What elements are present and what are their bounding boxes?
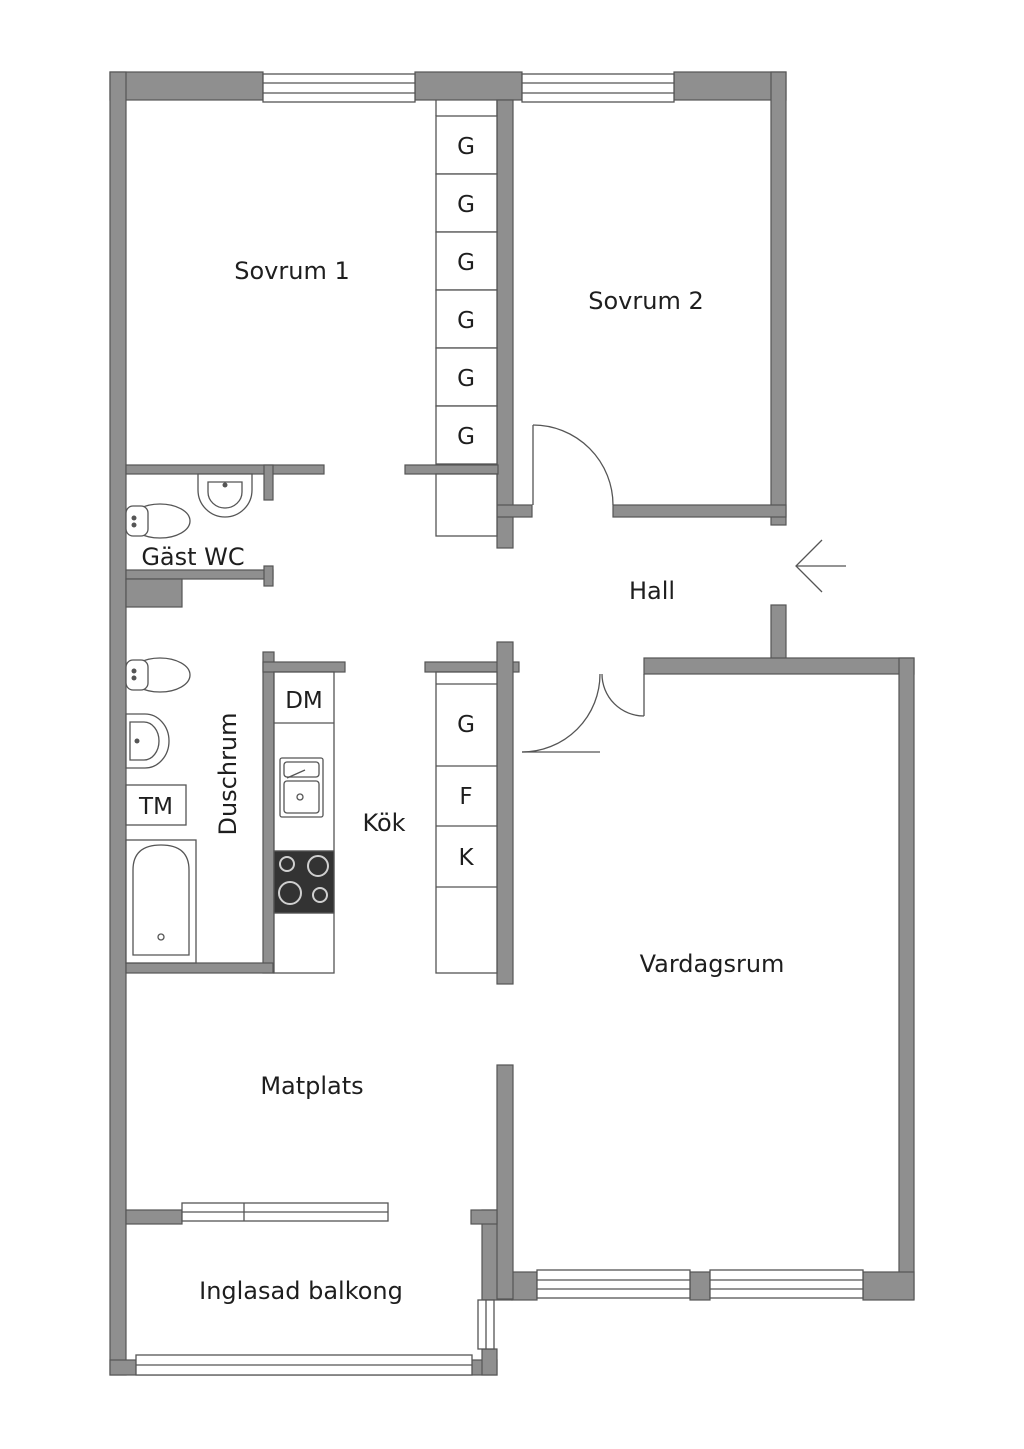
room-label-gast-wc: Gäst WC (141, 543, 244, 571)
wall-balcony-divider (125, 1209, 183, 1225)
sink-icon (125, 713, 170, 769)
kitchen-counter-right (435, 671, 498, 974)
wall-balcony-right-lower (481, 1348, 498, 1376)
wall-top-right (673, 71, 787, 101)
doors (521, 424, 645, 753)
wall-bedroom1-bottom-right (404, 464, 499, 475)
room-label-kok: Kök (362, 809, 405, 837)
wall-hall-top-left (496, 504, 533, 518)
window-living-left (536, 1269, 691, 1299)
wall-bedroom2-bottom (612, 504, 787, 518)
wall-balcony-top-stub (470, 1209, 498, 1225)
window-balcony-side (477, 1299, 495, 1350)
wardrobe-label-3: G (457, 250, 475, 276)
wall-right-upper (770, 71, 787, 526)
washer-label: TM (138, 794, 173, 820)
stove-icon (273, 850, 335, 914)
door-bedroom2 (532, 424, 614, 506)
wall-bedroom1-bottom-left (125, 464, 325, 475)
room-label-matplats: Matplats (260, 1072, 363, 1100)
wall-living-bottom-right (862, 1271, 915, 1301)
toilet-icon (125, 503, 191, 539)
kitchen-sink-icon (279, 757, 324, 818)
wardrobe-label-2: G (457, 192, 475, 218)
room-label-sovrum2: Sovrum 2 (588, 287, 703, 315)
toilet-icon (125, 657, 191, 693)
kitchen-counter-left (273, 671, 335, 974)
room-label-sovrum1: Sovrum 1 (234, 257, 349, 285)
wall-top-left (109, 71, 264, 101)
wall-bedroom-divider-stub (496, 514, 514, 549)
wardrobe-label-6: G (457, 424, 475, 450)
wardrobe-label-1: G (457, 134, 475, 160)
room-label-balkong: Inglasad balkong (199, 1277, 403, 1305)
wardrobe-label-4: G (457, 308, 475, 334)
wall-living-left (496, 1064, 514, 1300)
room-label-vardagsrum: Vardagsrum (640, 950, 785, 978)
wall-wc-door-top (263, 464, 274, 501)
wall-wc-bottom (125, 569, 274, 580)
wall-living-right (898, 657, 915, 1300)
door-living-room (521, 673, 645, 753)
arrow-left-icon (795, 539, 846, 593)
sink-icon (197, 473, 253, 518)
wall-living-top (643, 657, 915, 675)
wall-kitchen-top (262, 661, 346, 673)
wall-shower-right (262, 651, 275, 974)
window-bedroom1 (262, 73, 416, 103)
washer-box (125, 784, 187, 826)
window-bedroom2 (521, 73, 675, 103)
wall-left (109, 71, 127, 1376)
wall-bedroom-divider (496, 99, 514, 516)
room-label-duschrum: Duschrum (214, 712, 242, 835)
window-living-right (709, 1269, 864, 1299)
wall-living-bottom-left (511, 1271, 538, 1301)
dishwasher-label: DM (285, 688, 323, 714)
wall-living-bottom-mid (689, 1271, 711, 1301)
window-dining (181, 1202, 389, 1222)
window-balcony-bottom (135, 1354, 473, 1376)
windows (135, 73, 864, 1376)
wall-right-entry (770, 604, 787, 666)
wall-shower-top (125, 578, 183, 608)
room-label-hall: Hall (629, 577, 675, 605)
fridge-label: K (458, 845, 474, 871)
freezer-label: F (459, 784, 472, 810)
bathtub-icon (125, 839, 197, 964)
pantry-label: G (457, 712, 475, 738)
wall-kitchen-right (496, 641, 514, 985)
wardrobe-column (435, 100, 498, 537)
wall-top-middle (414, 71, 523, 101)
wall-shower-bottom (125, 962, 274, 974)
wardrobe-label-5: G (457, 366, 475, 392)
wall-wc-door-bottom (263, 565, 274, 587)
